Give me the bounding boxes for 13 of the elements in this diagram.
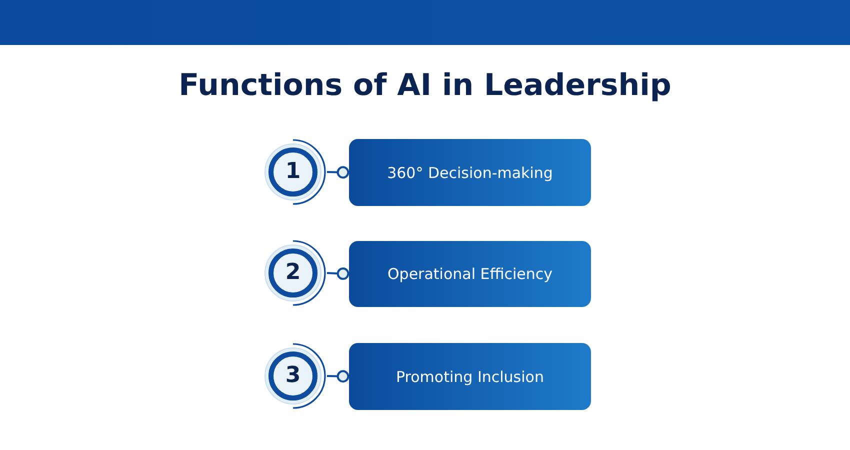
step-number: 3: [285, 365, 301, 387]
step-number: 1: [285, 161, 301, 183]
step-label: Operational Efficiency: [387, 265, 553, 283]
connector-line: [326, 268, 350, 280]
title: Functions of AI in Leadership: [178, 68, 672, 103]
step-label: 360° Decision-making: [387, 164, 553, 182]
step-box: [349, 139, 591, 206]
step-number: 2: [285, 262, 301, 284]
step-box: [349, 343, 591, 410]
step-box: [349, 241, 591, 307]
connector-line: [326, 370, 350, 383]
connector-line: [326, 166, 350, 179]
step-label: Promoting Inclusion: [396, 368, 544, 386]
